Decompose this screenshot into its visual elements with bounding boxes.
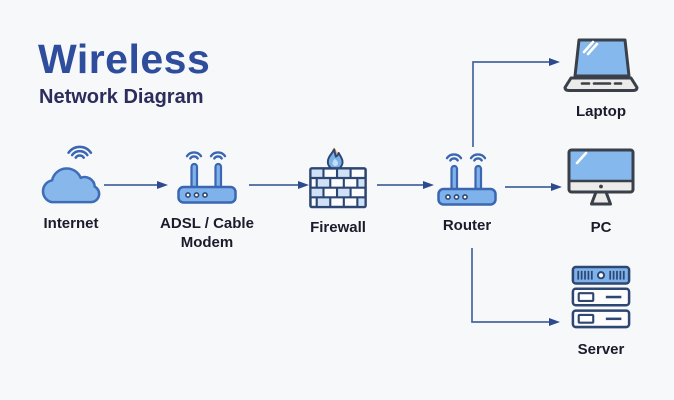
pc-icon	[567, 148, 635, 206]
connector-router-server	[471, 248, 560, 326]
page-subtitle: Network Diagram	[39, 86, 204, 109]
page-title: Wireless	[38, 36, 211, 82]
node-label-router: Router	[442, 217, 492, 234]
node-laptop: Laptop	[556, 38, 646, 121]
node-label-firewall: Firewall	[310, 219, 366, 236]
node-internet: Internet	[23, 142, 119, 233]
node-server: Server	[556, 264, 646, 359]
node-label-server: Server	[577, 341, 625, 358]
node-label-modem: ADSL / Cable Modem	[160, 214, 254, 252]
connector-router-laptop	[472, 58, 560, 147]
firewall-icon	[309, 147, 367, 209]
router-icon	[437, 153, 497, 206]
node-firewall: Firewall	[288, 146, 388, 237]
node-pc: PC	[556, 148, 646, 237]
internet-cloud-icon	[41, 145, 101, 204]
node-label-laptop: Laptop	[576, 103, 626, 120]
server-icon	[571, 265, 631, 329]
modem-label-line2: Modem	[180, 234, 234, 251]
node-router: Router	[417, 150, 517, 235]
node-label-internet: Internet	[43, 215, 99, 232]
laptop-icon	[563, 38, 639, 92]
node-label-pc: PC	[590, 219, 612, 236]
node-modem: ADSL / Cable Modem	[147, 148, 267, 252]
title-block: Wireless Network Diagram	[38, 36, 211, 109]
modem-icon	[177, 151, 237, 204]
modem-label-line1: ADSL / Cable	[160, 215, 254, 232]
